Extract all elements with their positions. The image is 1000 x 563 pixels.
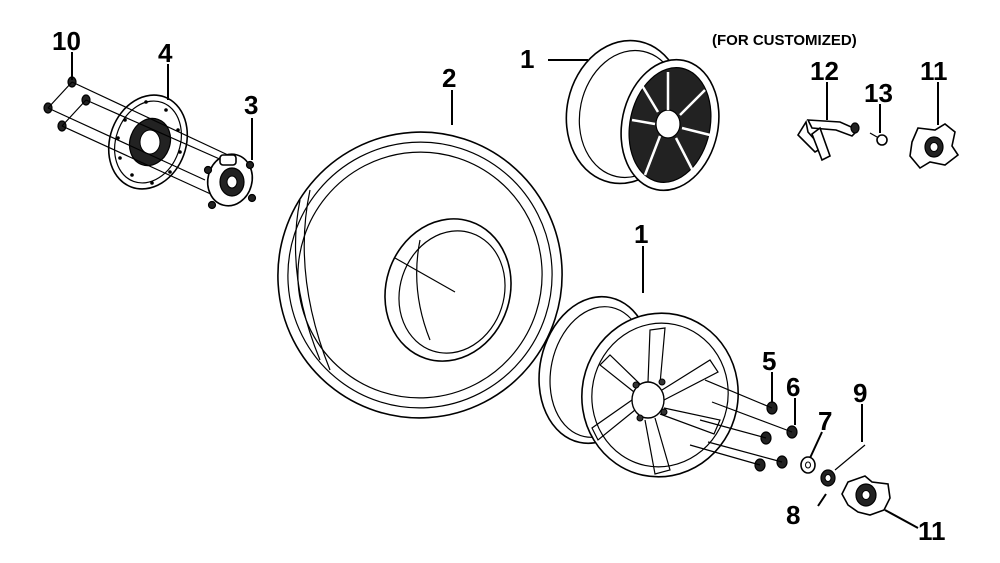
callout-1-bottom: 1 xyxy=(634,219,648,249)
callout-2: 2 xyxy=(442,63,456,93)
callout-13: 13 xyxy=(864,78,893,108)
lug-studs-and-nuts xyxy=(689,379,798,472)
callout-7: 7 xyxy=(818,406,832,436)
center-nut-top xyxy=(909,123,960,170)
center-nut-bottom xyxy=(841,475,891,516)
callout-12: 12 xyxy=(810,56,839,86)
leader-lines xyxy=(71,52,939,529)
valve-cap xyxy=(869,132,888,146)
callout-11-top: 11 xyxy=(920,56,948,86)
wheel-hub xyxy=(203,153,257,210)
callout-11-bottom: 11 xyxy=(918,516,946,546)
callout-5: 5 xyxy=(762,346,776,376)
callout-4: 4 xyxy=(158,38,173,68)
customized-note: (FOR CUSTOMIZED) xyxy=(712,32,857,49)
callout-8: 8 xyxy=(786,500,800,530)
callout-10: 10 xyxy=(52,26,81,56)
tire xyxy=(277,131,563,419)
valve-stem xyxy=(796,119,860,162)
disc-bolts xyxy=(43,76,241,197)
wheel-rim-top xyxy=(565,39,720,192)
callout-6: 6 xyxy=(786,372,800,402)
washer-and-axle-nut xyxy=(800,444,866,487)
callout-9: 9 xyxy=(853,378,867,408)
callout-1-top: 1 xyxy=(520,44,534,74)
callout-3: 3 xyxy=(244,90,258,120)
wheel-rim-bottom xyxy=(538,295,739,478)
